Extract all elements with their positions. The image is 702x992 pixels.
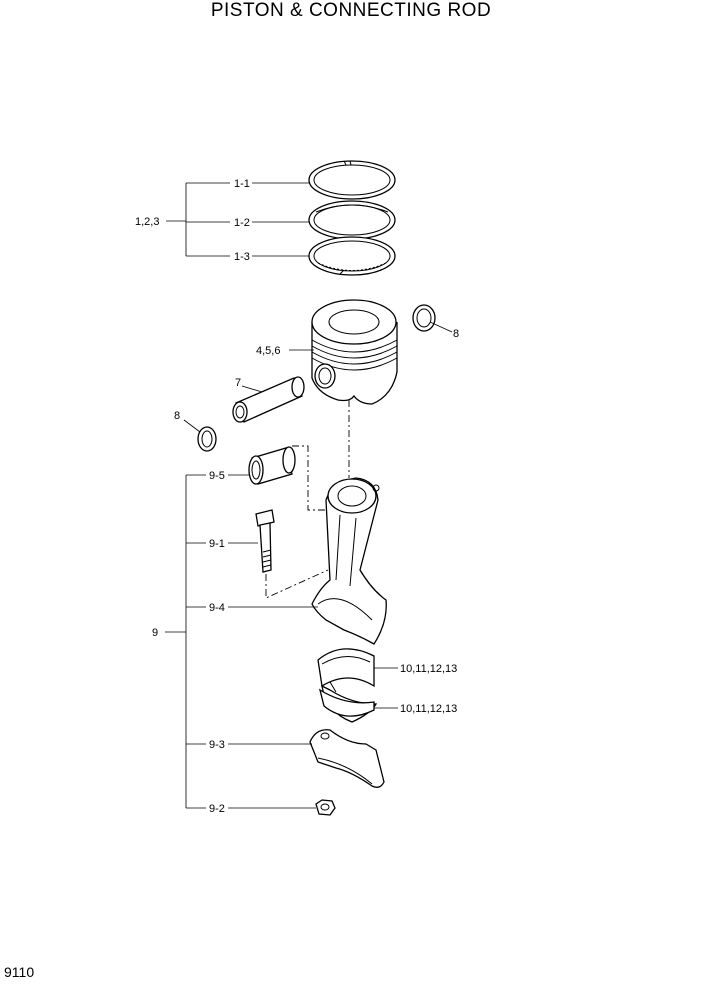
conrod-nut[interactable] xyxy=(315,799,336,816)
callout-line-8-right xyxy=(429,321,453,333)
piston-ring-oil[interactable] xyxy=(308,236,396,276)
label-9-4: 9-4 xyxy=(209,602,225,614)
label-bearing-upper: 10,11,12,13 xyxy=(400,663,457,675)
bearing-shell-lower[interactable] xyxy=(318,681,378,723)
label-4-5-6: 4,5,6 xyxy=(256,345,280,357)
label-9-3: 9-3 xyxy=(209,739,225,751)
label-1-1: 1-1 xyxy=(234,178,250,190)
label-9-2: 9-2 xyxy=(209,803,225,815)
label-9-1: 9-1 xyxy=(209,538,225,550)
piston-ring-top[interactable] xyxy=(308,160,396,200)
piston-ring-second[interactable] xyxy=(308,200,396,240)
snap-ring-left[interactable] xyxy=(197,426,217,452)
piston-pin[interactable] xyxy=(232,376,305,423)
callout-line-8-left xyxy=(183,419,201,433)
label-1-2-3: 1,2,3 xyxy=(135,216,159,228)
bearing-shell-upper[interactable] xyxy=(317,648,375,688)
label-7: 7 xyxy=(235,377,241,389)
callout-conrod-group xyxy=(165,474,318,809)
label-1-2: 1-2 xyxy=(234,217,250,229)
label-9-5: 9-5 xyxy=(209,470,225,482)
piston[interactable] xyxy=(311,299,398,405)
label-1-3: 1-3 xyxy=(234,251,250,263)
snap-ring-right[interactable] xyxy=(412,304,436,332)
page-title: PISTON & CONNECTING ROD xyxy=(210,0,492,21)
conrod-cap[interactable] xyxy=(309,729,385,788)
small-end-bushing[interactable] xyxy=(248,446,296,485)
label-9: 9 xyxy=(152,627,158,639)
page-number: 9110 xyxy=(4,964,35,980)
conrod-bolt[interactable] xyxy=(255,509,275,573)
label-8-left: 8 xyxy=(174,410,180,422)
callout-line-7 xyxy=(241,385,263,393)
label-bearing-lower: 10,11,12,13 xyxy=(400,703,457,715)
connecting-rod[interactable] xyxy=(311,477,387,645)
assembly-axis-bushing xyxy=(292,445,330,511)
label-8-right: 8 xyxy=(453,328,459,340)
callout-ring-group xyxy=(166,182,309,257)
